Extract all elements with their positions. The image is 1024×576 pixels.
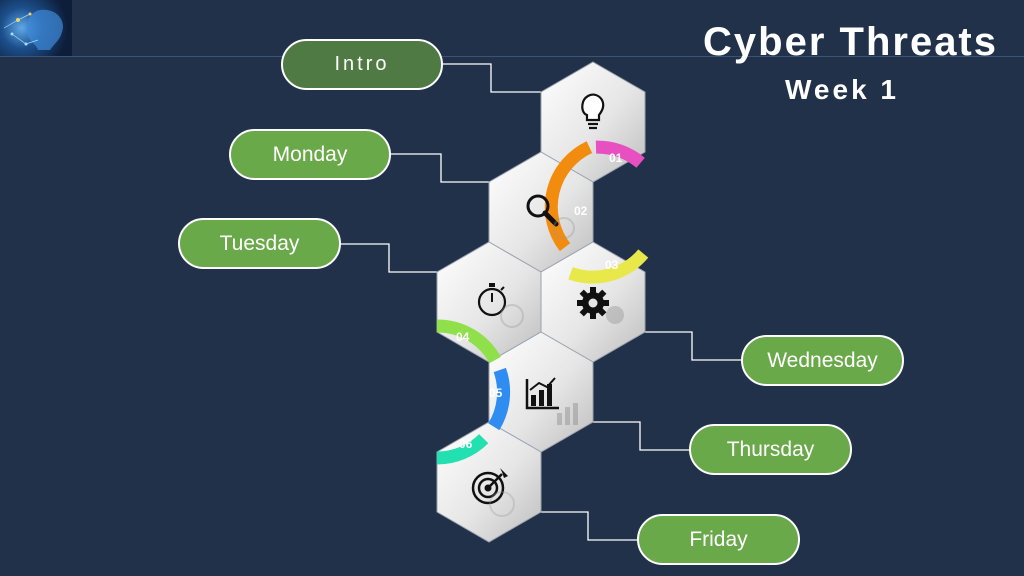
monday-pill[interactable]: Monday: [229, 129, 391, 180]
arc-segment-01: [595, 140, 645, 168]
hex-number-02: 02: [574, 204, 588, 218]
header-divider: [0, 56, 1024, 57]
arc-segment-04: [436, 319, 501, 364]
hex-number-05: 05: [489, 386, 503, 400]
page-title: Cyber Threats: [703, 20, 998, 64]
connector-lines: [340, 63, 742, 541]
cyber-brain-logo: [0, 0, 72, 56]
page-subtitle: Week 1: [785, 74, 899, 105]
tuesday-pill[interactable]: Tuesday: [178, 218, 341, 269]
target-icon: [471, 468, 515, 517]
friday-pill[interactable]: Friday: [637, 514, 800, 565]
thursday-pill[interactable]: Thursday: [689, 424, 852, 475]
magnifier-icon: [526, 194, 575, 239]
stopwatch-icon: [477, 283, 524, 328]
lightbulb-icon: [581, 93, 605, 130]
arc-segment-02: [544, 141, 593, 252]
gear-icon: [577, 287, 624, 324]
hex-number-01: 01: [609, 151, 623, 165]
hex-number-04: 04: [456, 330, 470, 344]
intro-pill[interactable]: Intro: [281, 39, 443, 90]
wednesday-pill[interactable]: Wednesday: [741, 335, 904, 386]
arc-segment-05: [488, 367, 511, 431]
bar-chart-icon: [525, 377, 578, 425]
hex-number-03: 03: [605, 258, 619, 272]
arc-segment-06: [436, 433, 489, 465]
hex-number-06: 06: [459, 437, 473, 451]
arc-segment-03: [568, 249, 649, 284]
